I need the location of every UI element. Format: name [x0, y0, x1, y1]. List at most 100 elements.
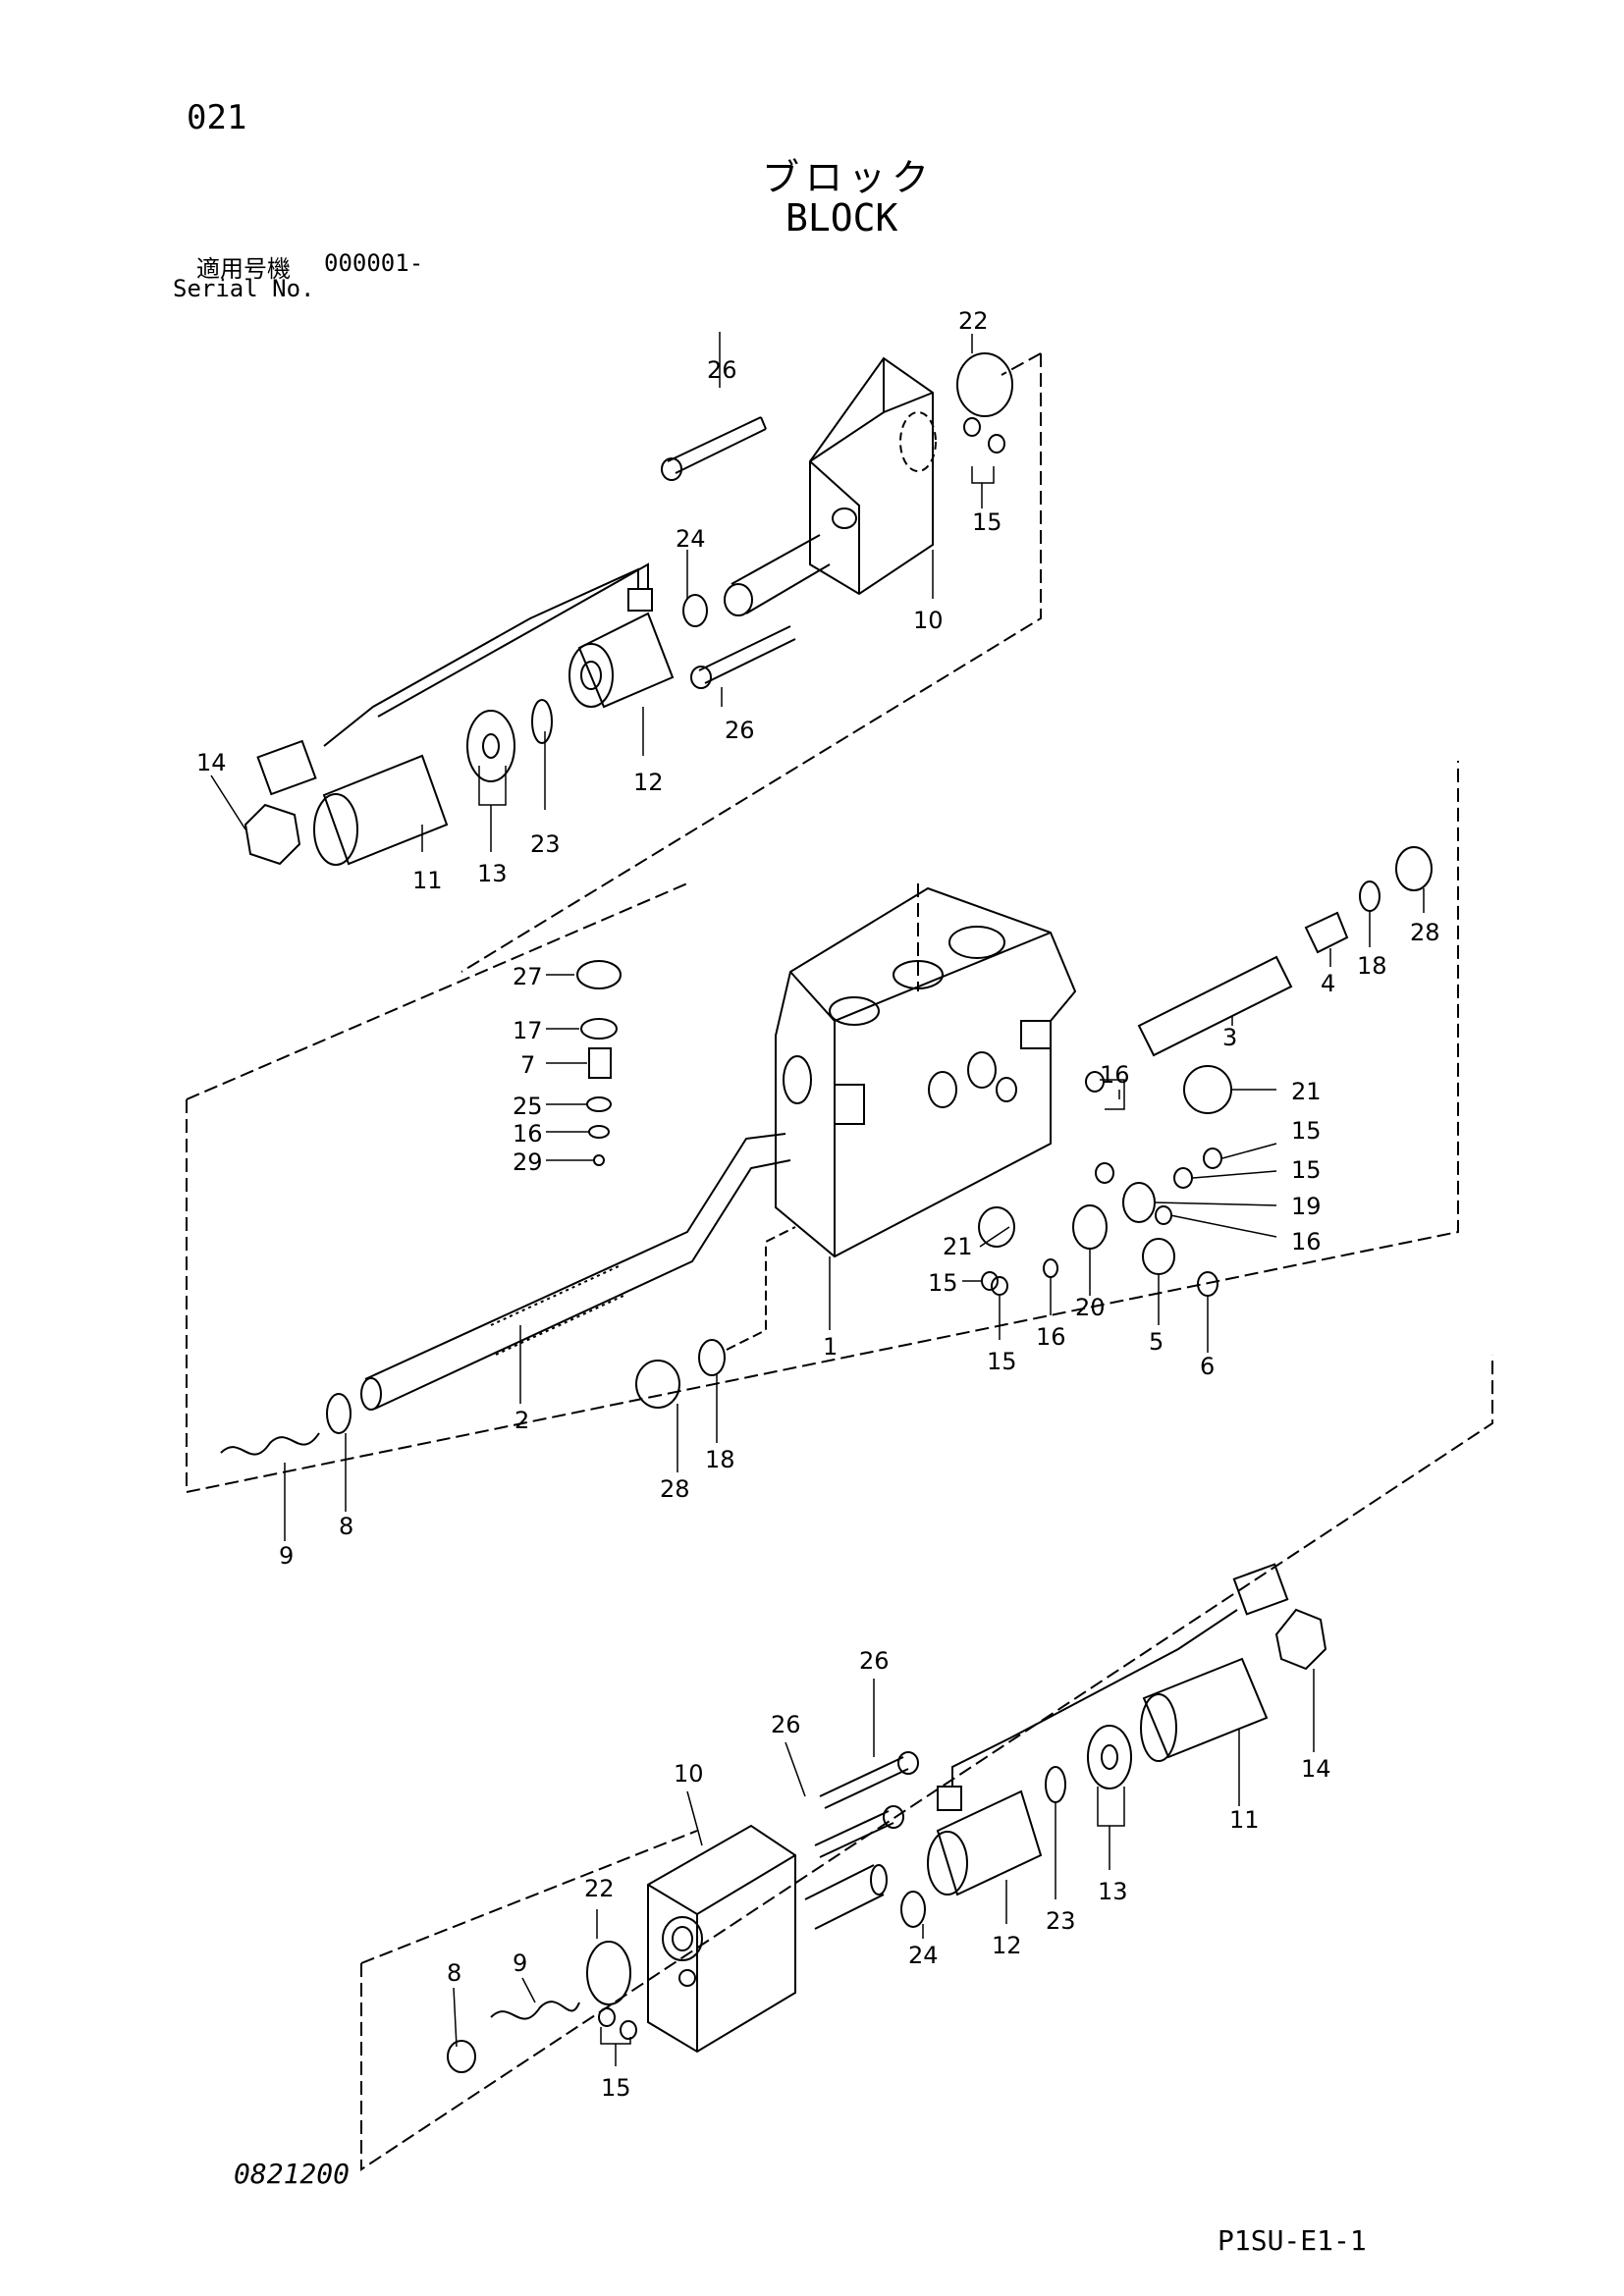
serial-number: 000001- — [324, 249, 424, 277]
o-ring-18a — [1359, 881, 1380, 912]
o-ring-21a — [1183, 1065, 1232, 1114]
callout-label: 21 — [943, 1233, 973, 1260]
o-ring-24-lower — [900, 1891, 926, 1928]
stem-3 — [1137, 955, 1293, 1057]
sleeve-11-lower — [1142, 1657, 1269, 1759]
callout-label: 12 — [992, 1932, 1022, 1959]
drawing-code: 0821200 — [234, 2158, 351, 2190]
callout-label: 23 — [530, 830, 561, 858]
callout-label: 18 — [1357, 952, 1387, 980]
callout-label: 16 — [1100, 1061, 1130, 1089]
callout-label: 26 — [771, 1711, 801, 1738]
callout-label: 16 — [1291, 1228, 1322, 1255]
callout-label: 14 — [1301, 1755, 1331, 1783]
callout-label: 7 — [520, 1051, 535, 1079]
callout-label: 28 — [1410, 919, 1440, 946]
callout-label: 29 — [513, 1148, 543, 1176]
callout-label: 22 — [584, 1875, 615, 1902]
main-valve-block — [186, 761, 1459, 1494]
o-ring-16c — [1155, 1205, 1172, 1225]
callout-label: 27 — [513, 963, 543, 990]
callout-label: 15 — [928, 1269, 958, 1297]
callout-label: 18 — [705, 1446, 735, 1473]
callout-label: 23 — [1046, 1907, 1076, 1935]
callout-label: 22 — [958, 307, 989, 335]
callout-label: 5 — [1149, 1328, 1164, 1356]
o-ring-16a — [1085, 1071, 1105, 1093]
callout-label: 15 — [1291, 1117, 1322, 1145]
o-ring-15c — [1203, 1148, 1222, 1169]
plug-27 — [576, 960, 622, 989]
diagram-title: BLOCK — [785, 196, 898, 240]
callout-label: 10 — [913, 607, 944, 634]
plug-28a — [1395, 846, 1433, 891]
callout-label: 26 — [707, 356, 737, 384]
nut-14-upper — [244, 803, 301, 866]
callout-label: 24 — [908, 1942, 939, 1969]
plug-7 — [588, 1047, 612, 1079]
callout-label: 10 — [674, 1760, 704, 1788]
o-ring-15b — [988, 434, 1005, 454]
callouts-lower: 26 26 10 22 9 8 15 24 12 23 13 11 14 — [447, 1647, 1331, 2102]
callout-label: 14 — [196, 749, 227, 776]
o-ring-21b — [978, 1206, 1015, 1248]
callout-label: 15 — [987, 1348, 1017, 1375]
o-ring-16 — [588, 1125, 610, 1139]
spool-2 — [360, 1133, 791, 1411]
callout-label: 9 — [513, 1949, 527, 1977]
seat-8-middle — [326, 1393, 352, 1434]
o-ring-19 — [1122, 1182, 1156, 1223]
connector-lower — [1232, 1563, 1289, 1616]
o-ring-15a — [963, 417, 981, 437]
callout-label: 2 — [514, 1407, 529, 1434]
callout-label: 8 — [339, 1513, 353, 1540]
bolt-26-upper — [661, 416, 767, 481]
connector-upper — [256, 739, 317, 796]
callout-label: 6 — [1200, 1353, 1215, 1380]
o-ring-22-lower — [586, 1941, 631, 2005]
callout-label: 17 — [513, 1017, 543, 1044]
spring-4 — [1304, 911, 1349, 954]
page-code: 021 — [187, 98, 247, 137]
callout-label: 13 — [477, 860, 508, 887]
coil-12-upper — [568, 588, 675, 709]
o-ring-22 — [956, 352, 1013, 417]
diagram-title-japanese: ブロック — [762, 156, 936, 199]
o-ring-20 — [1072, 1204, 1108, 1250]
serial-label: Serial No. — [173, 275, 315, 302]
o-ring-24 — [682, 594, 708, 627]
callouts-middle: 27 17 7 25 16 29 28 18 4 3 16 21 15 15 1… — [279, 919, 1440, 1570]
serial-label-japanese: 適用号機 — [196, 255, 291, 283]
o-ring-16d — [1043, 1258, 1058, 1278]
callout-label: 16 — [513, 1120, 543, 1148]
washer-13-lower — [1087, 1725, 1132, 1789]
plug-28b — [635, 1360, 680, 1409]
callout-label: 25 — [513, 1093, 543, 1120]
callout-label: 28 — [660, 1475, 690, 1503]
coil-12-lower — [936, 1789, 1043, 1896]
spring-9-middle — [220, 1432, 320, 1456]
callout-label: 15 — [972, 508, 1002, 536]
o-ring-23-upper — [531, 699, 553, 744]
sleeve-11-upper — [322, 754, 449, 866]
callout-label: 16 — [1036, 1323, 1066, 1351]
washer-13-upper — [466, 710, 515, 782]
callouts-upper: 26 22 15 24 10 26 14 11 13 23 12 — [196, 307, 1002, 894]
callout-label: 15 — [1291, 1156, 1322, 1184]
o-ring-15d — [1173, 1167, 1193, 1189]
callout-label: 8 — [447, 1959, 461, 1987]
ball-29 — [593, 1154, 605, 1166]
callout-label: 12 — [633, 769, 664, 796]
nut-14-lower — [1274, 1608, 1327, 1671]
callout-label: 9 — [279, 1542, 294, 1570]
bolt-26-lower — [690, 625, 796, 689]
callout-label: 20 — [1075, 1294, 1106, 1321]
callout-label: 26 — [725, 717, 755, 744]
o-ring-15e — [981, 1271, 999, 1291]
o-ring-15f — [991, 1276, 1008, 1296]
o-ring-18b — [698, 1339, 726, 1376]
callout-label: 13 — [1098, 1878, 1128, 1905]
callout-label: 19 — [1291, 1193, 1322, 1220]
o-ring-17 — [580, 1018, 618, 1040]
